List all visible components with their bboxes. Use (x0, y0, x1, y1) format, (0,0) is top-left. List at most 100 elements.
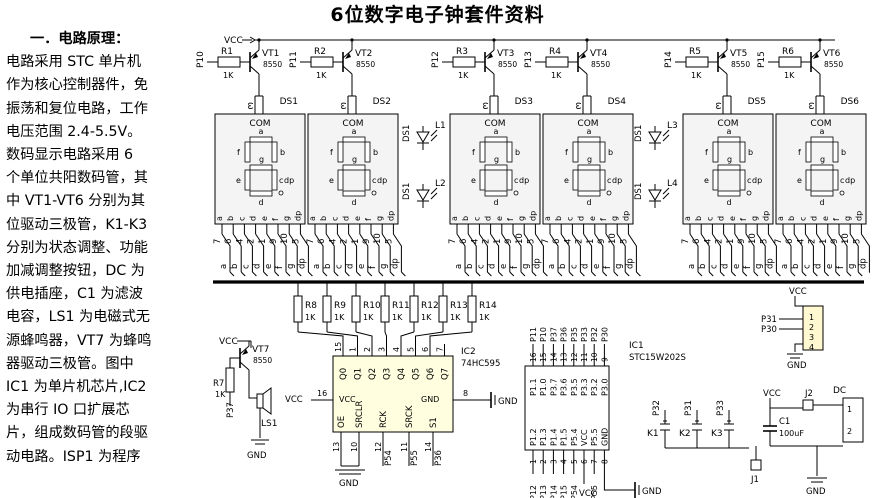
description-line: 作为核心控制器件，免 (6, 77, 148, 94)
segment-resistor (438, 295, 448, 323)
segment-d (249, 190, 273, 197)
ic2-pin-number: 12 (374, 442, 383, 452)
pin-number: 10 (373, 233, 383, 244)
resistor-ic-wire (355, 331, 373, 344)
bus-entry (263, 271, 268, 277)
port-label: P54 (384, 450, 394, 466)
segment-letter: d (493, 198, 498, 207)
ic1-pin-number: 13 (560, 352, 569, 362)
segment-letter: f (798, 148, 801, 157)
segment-letter: b (515, 148, 520, 157)
ic1-pin-number: 15 (539, 352, 548, 362)
segment-pin-letter: e (260, 216, 269, 221)
transistor-label: VT5 (730, 49, 747, 59)
segment-g (810, 164, 834, 171)
transistor-emitter (342, 49, 353, 59)
transistor-label: VT4 (590, 49, 608, 59)
transistor-collector (239, 361, 250, 371)
segment-letter: c (747, 176, 751, 185)
segment-pin-letter: b (694, 216, 703, 221)
ic2-pin-number: 2 (363, 347, 372, 352)
resistor-value: 1K (458, 71, 469, 80)
ic1-pin-name: P1.0 (539, 378, 548, 396)
transistor-label: VT1 (262, 49, 279, 59)
bus-entry (613, 271, 619, 277)
transistor-collector (577, 65, 588, 75)
port-label: P35 (570, 327, 579, 342)
transistor-type: 8550 (591, 60, 610, 69)
segment-pin-letter: d (342, 216, 351, 221)
segment-letter: dp (377, 176, 387, 185)
segment-g (342, 164, 366, 171)
segment-letter: b (748, 148, 753, 157)
pin-number: 6 (785, 239, 795, 244)
segment-wire-letter: dp (297, 258, 307, 269)
transistor-label: VT6 (823, 49, 841, 59)
segment-pin-letter: dp (761, 211, 770, 221)
bus-entry (708, 271, 714, 277)
port-label: P31 (761, 315, 777, 325)
segment-wire (288, 233, 298, 272)
resistor-ic-wire (415, 331, 444, 344)
led-ray (430, 187, 438, 195)
ic1-pin-number: 4 (560, 459, 569, 464)
description-line: 动电路。ISP1 为程序 (6, 448, 141, 465)
segment-pin-letter: f (739, 218, 748, 221)
ic2-pin-name: GND (421, 395, 439, 404)
resistor-label: R14 (479, 301, 497, 311)
isp-pin-number: 2 (809, 323, 814, 332)
ic1-pin-number: 16 (529, 352, 538, 362)
segment-pin-letter: dp (528, 211, 537, 221)
segment-wire (689, 233, 699, 272)
segment-wire-letter: dp (532, 258, 542, 269)
gnd-label: GND (642, 487, 662, 497)
gnd-label: GND (498, 397, 518, 407)
ic2-pin-name: Q6 (426, 368, 436, 380)
segment-resistor (467, 295, 477, 323)
ic1-pin-number: 8 (600, 459, 609, 464)
segment-wire (243, 233, 253, 272)
bus-entry (543, 271, 548, 277)
led-ray (662, 192, 670, 200)
port-label: P10 (196, 51, 206, 68)
transistor-collector (342, 65, 353, 75)
resistor-label: R7 (213, 379, 224, 389)
display-label: DS2 (373, 97, 391, 107)
segment-letter: f (472, 148, 475, 157)
transistor-arrow (813, 53, 819, 59)
bus-entry (580, 271, 585, 277)
segment-letter: d (351, 198, 356, 207)
segment-pin-letter: b (554, 216, 563, 221)
pin-number: 7 (306, 239, 316, 244)
transistor-arrow (345, 53, 351, 59)
segment-letter: a (727, 127, 732, 136)
bus-entry (378, 271, 384, 277)
segment-letter: e (236, 176, 241, 185)
segment-letter: g (587, 155, 592, 164)
segment-pin-letter: a (776, 216, 785, 221)
segment-g (249, 164, 273, 171)
dc-pin-number: 2 (847, 427, 852, 436)
segment-wire (571, 233, 581, 272)
segment-wire-letter: g (379, 264, 389, 269)
segment-letter: e (797, 176, 802, 185)
bus-entry (345, 271, 350, 277)
segment-letter: dp (845, 176, 855, 185)
transistor-arrow (242, 349, 248, 355)
transistor-arrow (720, 53, 726, 59)
port-label: P11 (289, 51, 299, 68)
segment-wire-letter: c (334, 264, 344, 269)
buzzer-icon (262, 387, 272, 415)
ic2-pin-number: 8 (463, 389, 468, 398)
base-wire (229, 357, 240, 368)
pin-number: 9 (504, 239, 514, 244)
port-label: P30 (600, 327, 609, 342)
bus-entry (333, 271, 339, 277)
led-ray (430, 129, 438, 137)
resistor-label: R4 (549, 47, 561, 57)
port-label: P55 (410, 450, 420, 466)
description-line: 片，组成数码管的段驱 (6, 425, 148, 442)
segment-wire-letter: f (836, 265, 846, 269)
segment-c (739, 169, 746, 191)
segment-wire-letter: d (721, 264, 731, 269)
